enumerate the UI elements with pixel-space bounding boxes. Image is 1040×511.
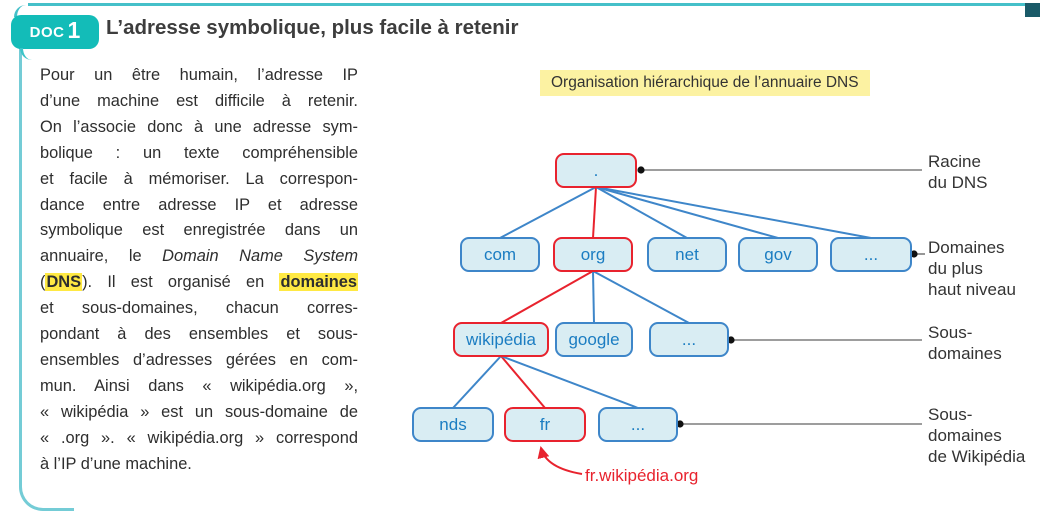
text-segment: pondant à des ensembles et sous- <box>40 325 358 344</box>
text-segment: annuaire, le <box>40 247 163 266</box>
annotation-label-line: Sous- <box>928 405 973 424</box>
article-line: pondant à des ensembles et sous- <box>40 322 358 348</box>
annotation-label-line: Domaines <box>928 238 1005 257</box>
page-title: L’adresse symbolique, plus facile à rete… <box>106 16 519 39</box>
tree-edge-root-gov <box>595 186 779 239</box>
tree-edge-root-tld_more <box>595 186 872 239</box>
tree-edge-root-com <box>499 186 597 239</box>
text-segment: Pour un être humain, l’adresse IP <box>40 66 358 84</box>
annotation-dot-sous_domaines <box>727 336 735 344</box>
article-line: à l’IP d’une machine. <box>40 452 358 478</box>
article-line: On l’associe donc à une adresse sym- <box>40 115 358 141</box>
annotation-label-line: de Wikipédia <box>928 447 1026 466</box>
text-segment: « .org ». « wikipédia.org » correspond <box>40 428 358 447</box>
tree-edge-org-wikipedia <box>500 270 594 324</box>
tree-node-org: org <box>553 237 633 272</box>
tree-edge-org-google <box>592 270 595 324</box>
tree-edge-org-sub_more <box>592 270 690 324</box>
doc-badge-number: 1 <box>67 17 81 43</box>
text-segment: On l’associe donc à une adresse sym- <box>40 117 358 136</box>
text-segment: Domain Name System <box>162 247 358 266</box>
diagram-caption: Organisation hiérarchique de l’annuaire … <box>540 70 870 96</box>
annotation-label-line: domaines <box>928 344 1002 363</box>
tree-node-net: net <box>647 237 727 272</box>
article-line: mun. Ainsi dans « wikipédia.org », <box>40 374 358 400</box>
annotation-label-sous_domaines_wikipedia: Sous-domaines de Wikipédia <box>928 404 1025 467</box>
tree-node-fr: fr <box>504 407 586 442</box>
article-line: et sous-domaines, chacun corres- <box>40 296 358 322</box>
callout-arrow <box>537 446 583 475</box>
article-line: Pour un être humain, l’adresse IP <box>40 63 358 89</box>
text-segment: dance entre adresse IP et adresse <box>40 195 358 214</box>
article-line: annuaire, le Domain Name System <box>40 244 358 270</box>
tree-node-nds: nds <box>412 407 494 442</box>
article-line: et facile à mémoriser. La correspon- <box>40 167 358 193</box>
corner-square <box>1025 3 1040 17</box>
tree-node-tld_more: ... <box>830 237 912 272</box>
annotation-label-tld: Domaines du plus haut niveau <box>928 237 1016 300</box>
doc-badge-label: DOC <box>29 23 65 41</box>
annotation-label-sous_domaines: Sous-domaines <box>928 322 1002 364</box>
text-segment: « wikipédia » est un sous-domaine de <box>40 402 358 421</box>
tree-edge-wikipedia-wiki_more <box>500 355 639 409</box>
text-segment: mun. Ainsi dans « wikipédia.org », <box>40 376 358 395</box>
annotation-dot-tld <box>910 250 918 258</box>
annotation-label-line: du DNS <box>928 173 988 192</box>
tree-node-gov: gov <box>738 237 818 272</box>
tree-node-google: google <box>555 322 633 357</box>
article-line: ensembles d’adresses gérées en com- <box>40 348 358 374</box>
tree-node-wiki_more: ... <box>598 407 678 442</box>
text-segment: à l’IP d’une machine. <box>40 454 192 473</box>
text-segment: bolique : un texte compréhensible <box>40 143 358 162</box>
annotation-label-line: domaines <box>928 426 1002 445</box>
tree-edge-root-net <box>595 186 688 239</box>
callout-label: fr.wikipédia.org <box>585 466 699 485</box>
annotation-label-line: Sous- <box>928 323 973 342</box>
article-line: d’une machine est difficile à retenir. <box>40 89 358 115</box>
article-line: « .org ». « wikipédia.org » correspond <box>40 426 358 452</box>
tree-node-root: . <box>555 153 637 188</box>
doc-badge: DOC 1 <box>11 15 99 60</box>
annotation-dot-racine <box>637 166 645 174</box>
article-line: dance entre adresse IP et adresse <box>40 193 358 219</box>
text-segment: ( <box>40 273 46 292</box>
tree-node-wikipedia: wikipédia <box>453 322 549 357</box>
badge-neck-top <box>14 5 29 17</box>
text-segment: symbolique est enregistrée dans un <box>40 221 358 240</box>
annotation-label-line: haut niveau <box>928 280 1016 299</box>
annotation-label-line: du plus <box>928 259 983 278</box>
tree-node-com: com <box>460 237 540 272</box>
text-segment: et sous-domaines, chacun corres- <box>40 299 358 318</box>
left-border-line <box>19 42 74 511</box>
annotation-label-line: Racine <box>928 152 981 171</box>
annotation-label-racine: Racine du DNS <box>928 151 988 193</box>
article-line: (DNS). Il est organisé en domaines <box>40 270 358 296</box>
text-segment: d’une machine est difficile à retenir. <box>40 91 358 110</box>
top-border-line <box>28 3 1040 6</box>
article-line: « wikipédia » est un sous-domaine de <box>40 400 358 426</box>
tree-node-sub_more: ... <box>649 322 729 357</box>
tree-edge-root-org <box>592 186 597 239</box>
text-segment: et facile à mémoriser. La correspon- <box>40 169 358 188</box>
text-segment: domaines <box>279 273 358 292</box>
tree-edge-wikipedia-fr <box>500 355 546 409</box>
article-line: symbolique est enregistrée dans un <box>40 218 358 244</box>
text-segment: ). Il est organisé en <box>82 273 280 292</box>
annotation-dot-sous_domaines_wikipedia <box>676 420 684 428</box>
article-line: bolique : un texte compréhensible <box>40 141 358 167</box>
text-segment: ensembles d’adresses gérées en com- <box>40 350 358 369</box>
article-text: Pour un être humain, l’adresse IP d’une m… <box>40 63 358 478</box>
text-segment: DNS <box>45 273 83 292</box>
tree-edge-wikipedia-nds <box>452 355 502 409</box>
